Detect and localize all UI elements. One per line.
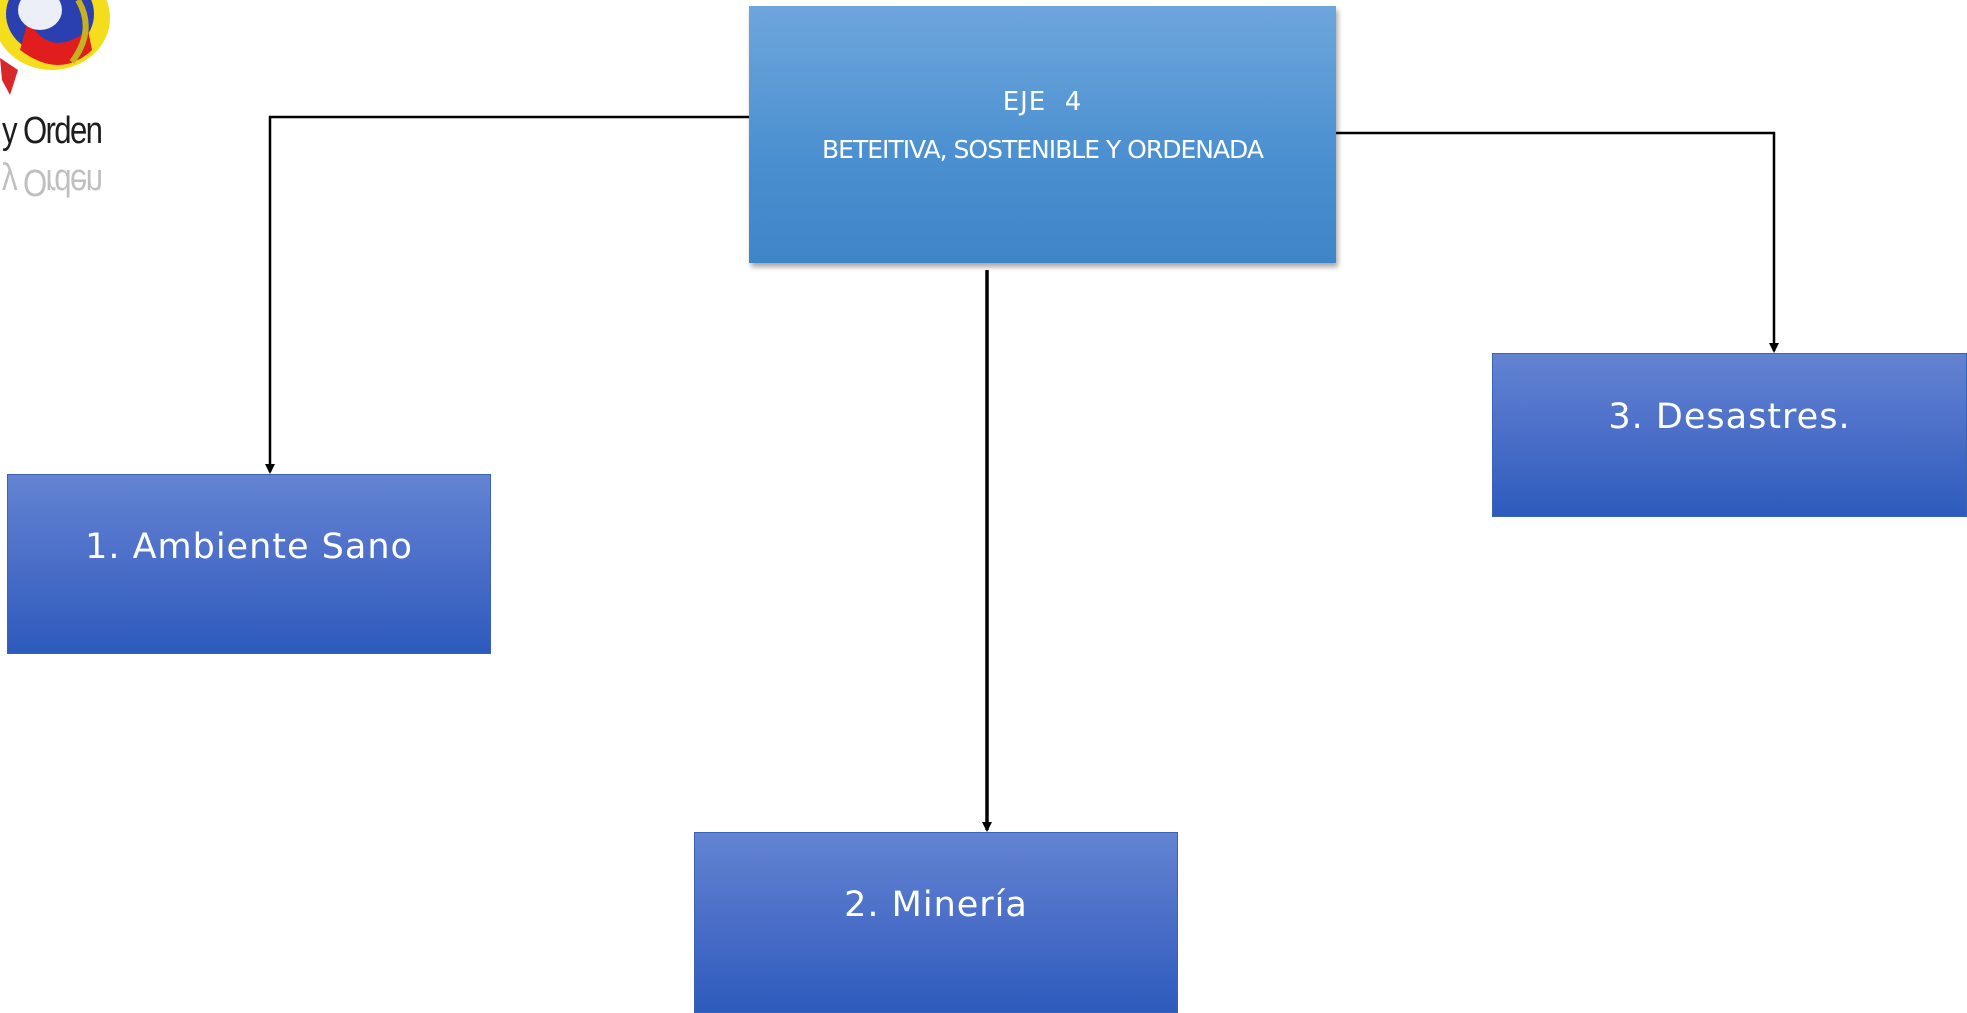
node-label: 1. Ambiente Sano (85, 527, 413, 567)
logo-text-reflection: y Orden (2, 161, 102, 203)
root-title: EJE 4 (1002, 87, 1083, 117)
root-subtitle: BETEITIVA, SOSTENIBLE Y ORDENADA (822, 135, 1264, 164)
node-desastres: 3. Desastres. (1492, 353, 1967, 517)
logo-text: y Orden (2, 110, 103, 152)
shield-emblem-icon (0, 0, 110, 95)
root-node: EJE 4 BETEITIVA, SOSTENIBLE Y ORDENADA (749, 6, 1336, 263)
node-mineria: 2. Minería (694, 832, 1178, 1013)
connector-to-desastres (1336, 131, 1779, 353)
node-ambiente-sano: 1. Ambiente Sano (7, 474, 491, 654)
connector-to-ambiente-sano (265, 115, 749, 474)
node-label: 2. Minería (844, 885, 1028, 925)
node-label: 3. Desastres. (1608, 397, 1851, 437)
municipality-logo: y Orden y Orden (0, 0, 132, 245)
